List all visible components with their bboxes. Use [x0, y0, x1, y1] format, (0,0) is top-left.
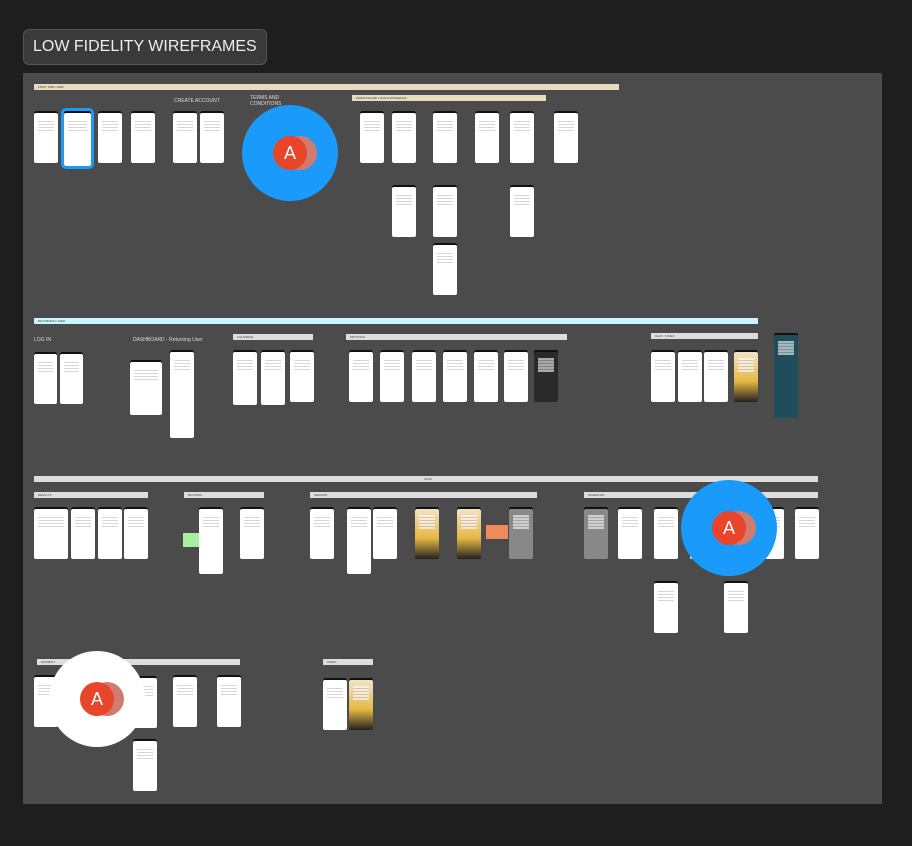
label-dashboard: DASHBOARD - Returning User: [133, 337, 203, 343]
wireframe-phone-frame[interactable]: [347, 507, 371, 574]
wireframe-phone-frame[interactable]: [133, 739, 157, 791]
collaborator-avatar[interactable]: A: [49, 651, 145, 747]
wireframe-phone-frame[interactable]: [349, 350, 373, 402]
wireframe-phone-frame[interactable]: [457, 507, 481, 559]
wireframe-phone-frame[interactable]: [71, 507, 95, 559]
wireframe-phone-frame[interactable]: [704, 350, 728, 402]
wireframe-phone-frame[interactable]: [349, 678, 373, 730]
sticky-note[interactable]: [486, 525, 508, 539]
wireframe-phone-frame[interactable]: [240, 507, 264, 559]
wireframe-phone-frame[interactable]: [392, 111, 416, 163]
wireframe-phone-frame[interactable]: [724, 581, 748, 633]
wireframe-phone-frame[interactable]: [173, 675, 197, 727]
wireframe-phone-frame[interactable]: [98, 507, 122, 559]
wireframe-phone-frame[interactable]: [131, 111, 155, 163]
header-calendar: CALENDAR: [233, 334, 313, 340]
wireframe-phone-frame[interactable]: [534, 350, 558, 402]
header-booking: BOOKING: [184, 492, 264, 498]
wireframe-phone-frame[interactable]: [678, 350, 702, 402]
wireframe-phone-frame[interactable]: [795, 507, 819, 559]
wireframe-phone-frame[interactable]: [584, 507, 608, 559]
header-results: RESULTS: [34, 492, 148, 498]
avatar-initial: A: [80, 682, 114, 716]
wireframe-phone-frame[interactable]: [510, 185, 534, 237]
wireframe-phone-frame[interactable]: [373, 507, 397, 559]
wireframe-phone-frame[interactable]: [433, 243, 457, 295]
wireframe-phone-frame[interactable]: [433, 111, 457, 163]
wireframe-phone-frame[interactable]: [504, 350, 528, 402]
wireframe-phone-frame[interactable]: [98, 111, 122, 163]
wireframe-phone-frame[interactable]: [380, 350, 404, 402]
collaborator-avatar[interactable]: A: [681, 480, 777, 576]
wireframe-phone-frame[interactable]: [618, 507, 642, 559]
wireframe-phone-frame[interactable]: [60, 352, 83, 404]
section-banner-returning-user: RETURNING USER: [34, 318, 758, 324]
wireframe-phone-frame[interactable]: [774, 333, 798, 418]
wireframe-phone-frame[interactable]: [34, 507, 68, 559]
wireframe-phone-frame[interactable]: [554, 111, 578, 163]
wireframe-phone-frame[interactable]: [124, 507, 148, 559]
header-settings: SETTINGS: [346, 334, 567, 340]
section-banner-onboarding: PERSONALIZE YOUR EXPERIENCE: [352, 95, 546, 101]
wireframe-phone-frame[interactable]: [412, 350, 436, 402]
wireframe-phone-frame[interactable]: [200, 111, 224, 163]
section-banner-main: MAIN: [34, 476, 818, 482]
wireframe-phone-frame[interactable]: [233, 350, 257, 405]
wireframe-phone-frame[interactable]: [173, 111, 197, 163]
wireframe-phone-frame[interactable]: [509, 507, 533, 559]
wireframe-phone-frame[interactable]: [310, 507, 334, 559]
label-create-account: CREATE ACCOUNT: [174, 98, 220, 104]
wireframe-phone-frame[interactable]: [433, 185, 457, 237]
wireframe-phone-frame[interactable]: [217, 675, 241, 727]
wireframe-phone-frame[interactable]: [510, 111, 534, 163]
wireframe-phone-frame[interactable]: [734, 350, 758, 402]
wireframe-phone-frame[interactable]: [474, 350, 498, 402]
wireframe-phone-frame[interactable]: [654, 581, 678, 633]
wireframe-phone-frame[interactable]: [34, 352, 57, 404]
wireframe-phone-frame[interactable]: [360, 111, 384, 163]
header-video: VIDEO: [323, 659, 373, 665]
wireframe-phone-frame[interactable]: [443, 350, 467, 402]
wireframe-phone-frame[interactable]: [170, 350, 194, 438]
header-chat: CHAT / VIDEO: [651, 333, 758, 339]
wireframe-phone-frame[interactable]: [415, 507, 439, 559]
avatar-initial: A: [273, 136, 307, 170]
wireframe-phone-frame[interactable]: [61, 108, 94, 169]
avatar-initial: A: [712, 511, 746, 545]
wireframe-phone-frame[interactable]: [475, 111, 499, 163]
frame-title[interactable]: LOW FIDELITY WIREFRAMES: [23, 29, 267, 65]
header-payment: PAYMENT: [37, 659, 240, 665]
wireframe-phone-frame[interactable]: [290, 350, 314, 402]
wireframe-phone-frame[interactable]: [130, 360, 162, 415]
header-session: SESSION: [310, 492, 537, 498]
wireframe-phone-frame[interactable]: [261, 350, 285, 405]
collaborator-avatar[interactable]: A: [242, 105, 338, 201]
wireframe-phone-frame[interactable]: [199, 507, 223, 574]
wireframe-phone-frame[interactable]: [392, 185, 416, 237]
wireframe-phone-frame[interactable]: [651, 350, 675, 402]
wireframe-phone-frame[interactable]: [34, 111, 58, 163]
label-log-in: LOG IN: [34, 337, 51, 343]
section-banner-first-time-user: FIRST TIME USER: [34, 84, 619, 90]
wireframe-phone-frame[interactable]: [654, 507, 678, 559]
label-terms: TERMS AND CONDITIONS: [250, 95, 282, 107]
wireframe-phone-frame[interactable]: [323, 678, 347, 730]
